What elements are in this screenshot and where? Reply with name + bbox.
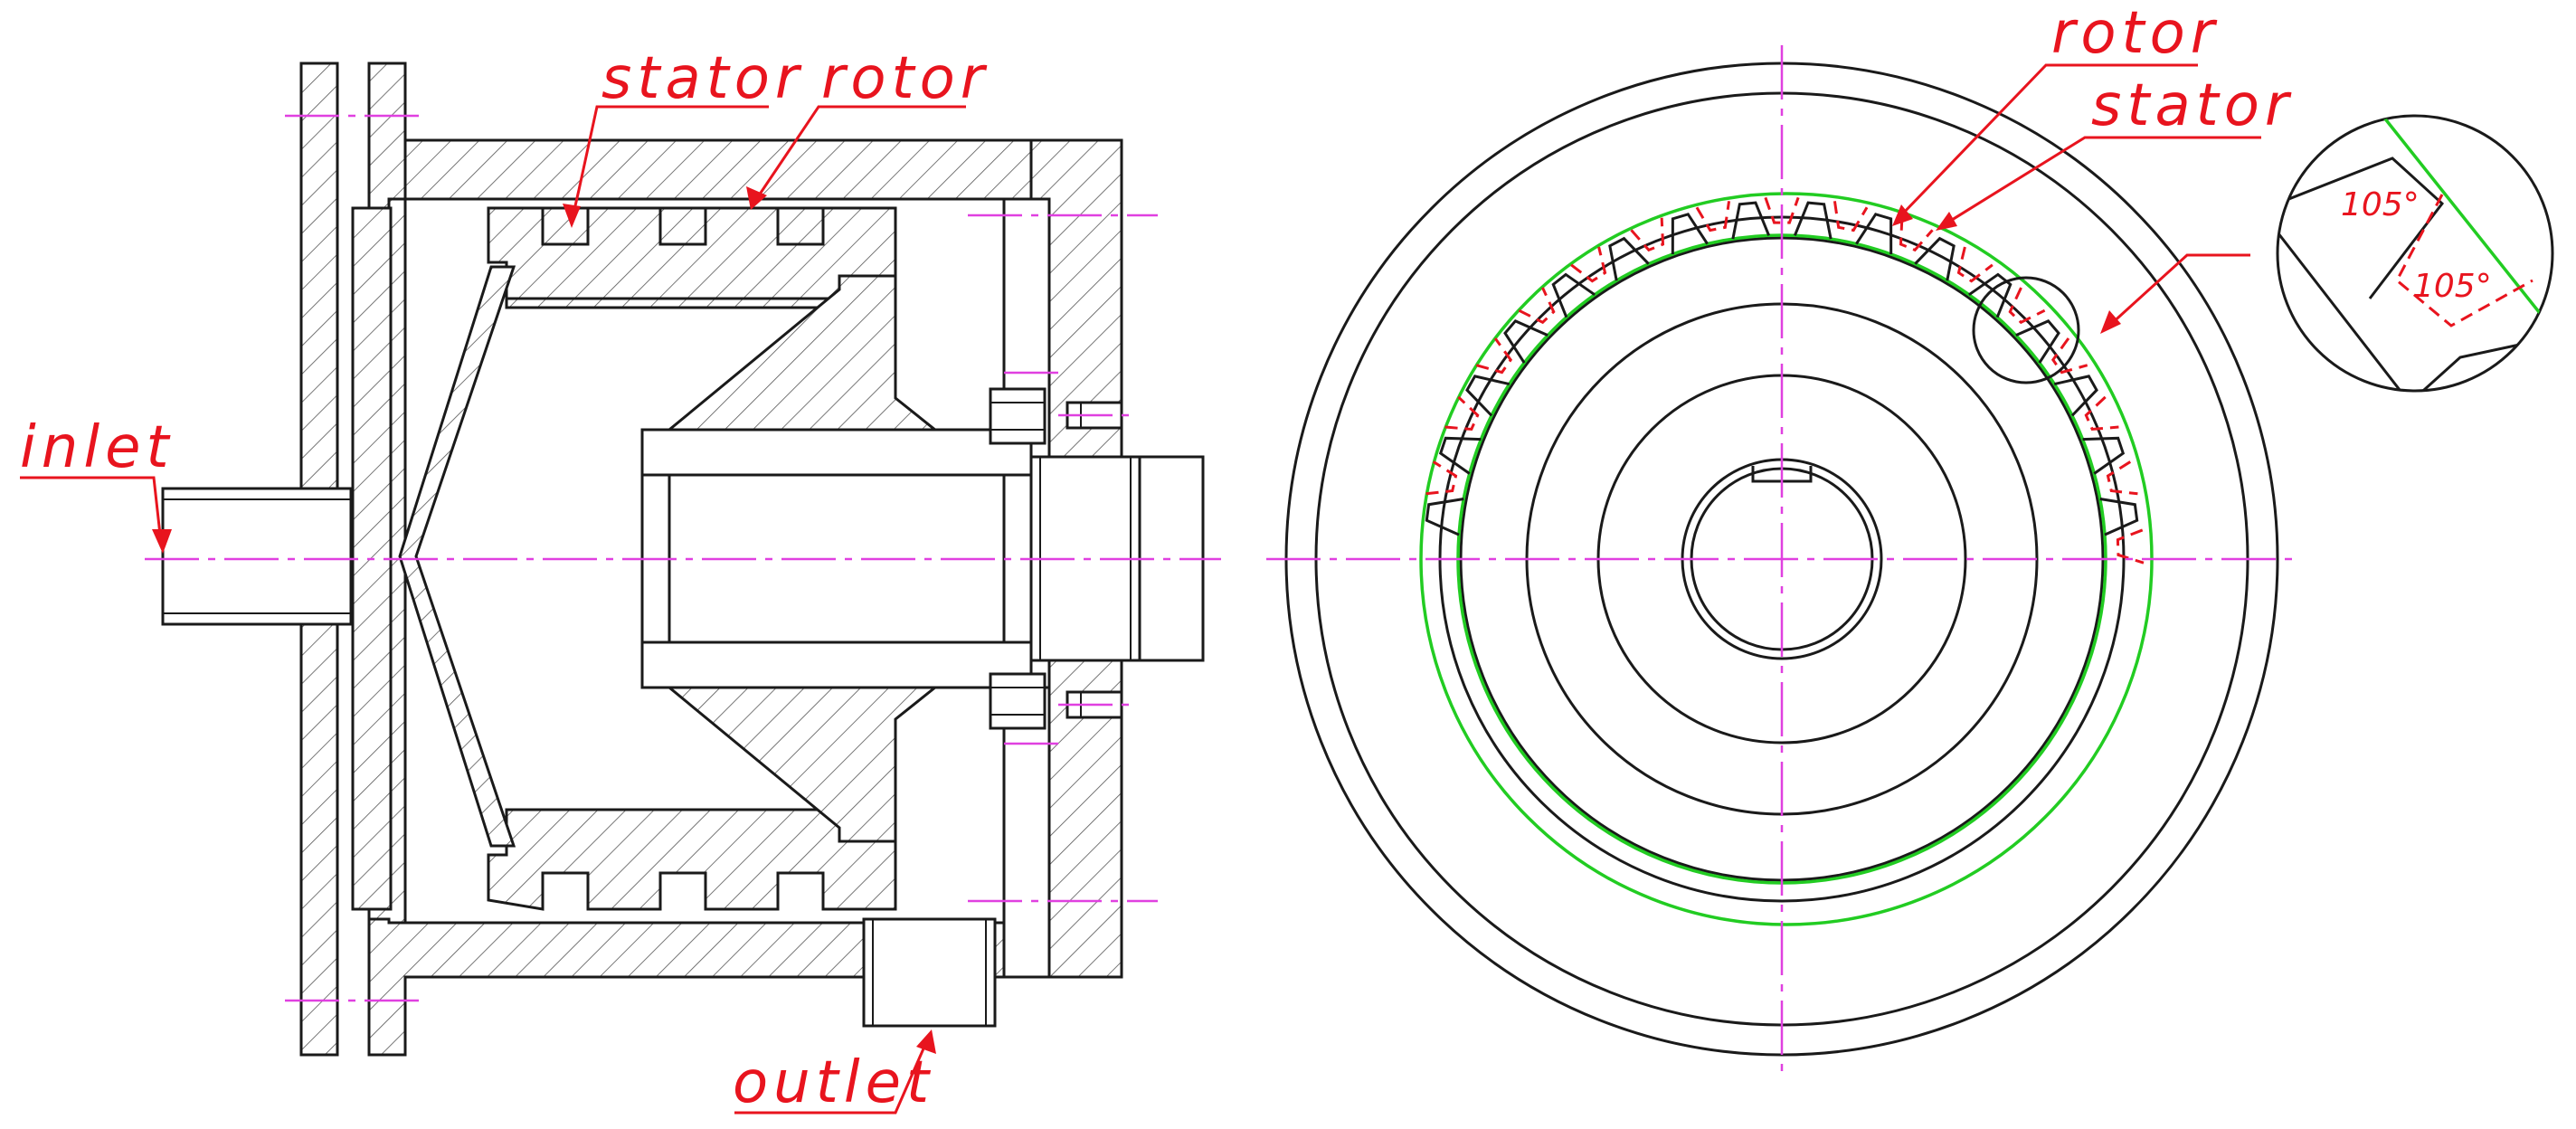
rotor-tooth — [1551, 272, 1596, 318]
rotor-tooth — [1438, 436, 1482, 475]
bolts-bottom — [989, 672, 1123, 730]
angle-label-a: 105° — [2341, 186, 2420, 223]
rotor-section-top — [487, 206, 897, 300]
label-rotor-left: rotor — [821, 45, 990, 112]
rotor-tooth — [1793, 201, 1833, 240]
rotor-tooth — [1465, 375, 1511, 417]
rotor-tooth — [1855, 213, 1893, 254]
rotor-tooth — [1968, 272, 2012, 318]
annotation-stator-left: stator — [563, 45, 804, 228]
cone-disc — [398, 265, 516, 848]
annotation-outlet: outlet — [733, 1029, 936, 1116]
label-stator-right: stator — [2091, 72, 2294, 139]
rotor-tooth — [2099, 498, 2139, 536]
detail-leader — [2100, 253, 2250, 334]
stator-teeth — [1425, 196, 2145, 564]
annotation-rotor-left: rotor — [746, 45, 990, 210]
annotation-stator-right: stator — [1936, 72, 2294, 231]
detail-marker-circle — [1972, 276, 2080, 384]
label-stator-left: stator — [601, 45, 804, 112]
label-inlet: inlet — [20, 414, 175, 481]
rotor-tooth — [2053, 375, 2098, 417]
label-outlet: outlet — [733, 1049, 934, 1116]
rotor-teeth — [1425, 201, 2139, 536]
rotor-tooth — [1608, 236, 1650, 281]
rotor-tooth — [2015, 318, 2060, 364]
rotor-tooth — [1503, 318, 1548, 364]
rotor-section-bottom — [487, 808, 897, 911]
rotor-tooth — [1914, 236, 1956, 281]
angle-label-b: 105° — [2413, 268, 2492, 305]
stator-tooth — [2008, 287, 2046, 325]
annotation-rotor-right: rotor — [1892, 0, 2220, 226]
rotor-tooth — [1425, 498, 1464, 536]
label-rotor-right: rotor — [2051, 0, 2220, 67]
rotor-tooth — [1731, 201, 1771, 240]
front-view — [1266, 45, 2297, 1072]
annotation-inlet: inlet — [20, 414, 175, 554]
rotor-tooth — [1671, 213, 1709, 254]
outlet-pipe — [862, 917, 997, 1028]
section-view — [145, 62, 1221, 1057]
rotor-tooth — [2082, 436, 2126, 475]
detail-view: 105° 105° — [2276, 114, 2554, 393]
inlet-pipe — [161, 487, 353, 626]
